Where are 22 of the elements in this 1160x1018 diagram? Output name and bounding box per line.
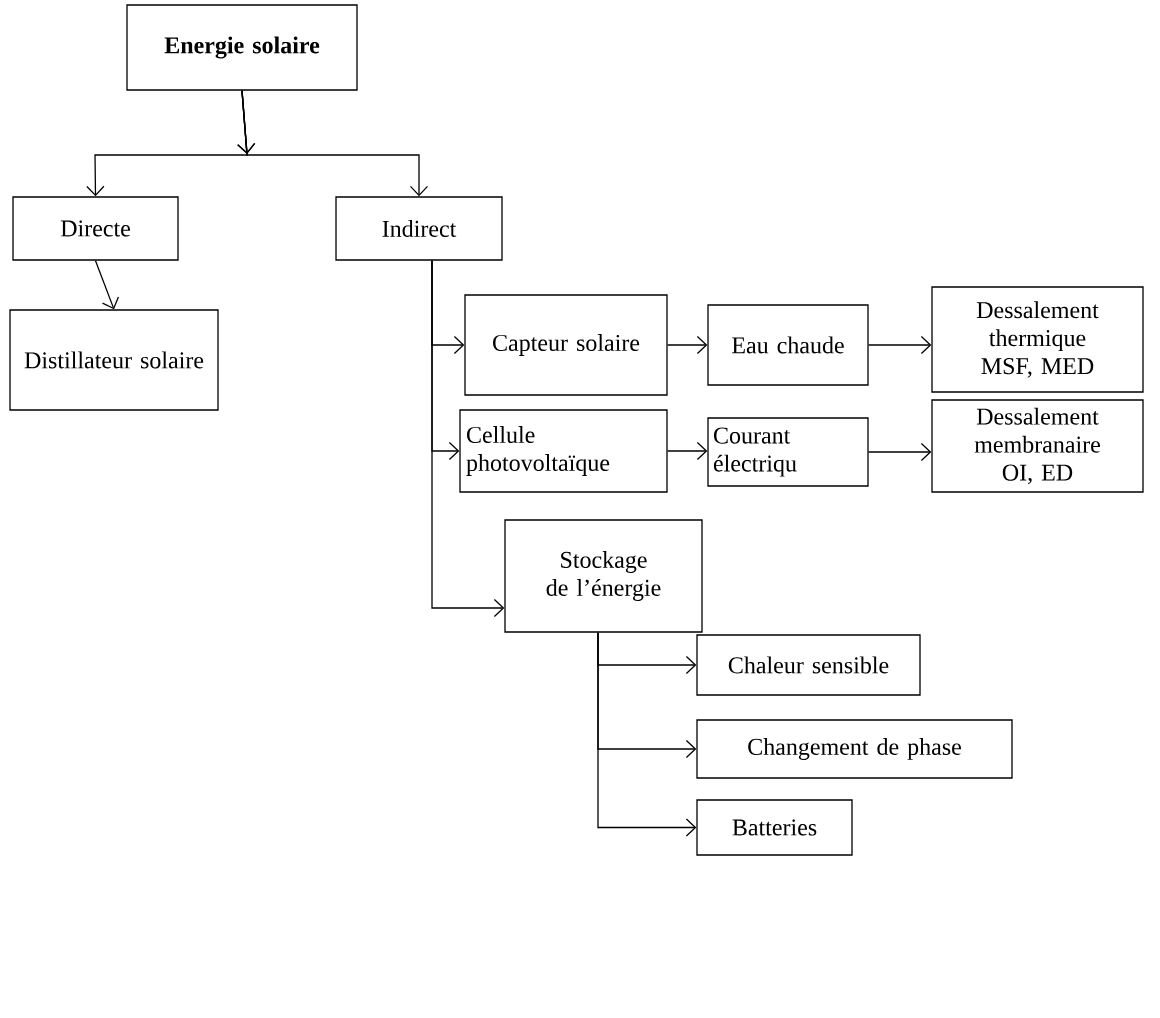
arrow — [667, 335, 708, 355]
process-box: Distillateur solaire — [9, 309, 219, 411]
process-box: Batteries — [696, 799, 853, 856]
process-box: Dessalement thermique MSF, MED — [931, 286, 1144, 393]
process-box: Indirect — [335, 196, 503, 261]
title-box: Energie solaire — [126, 4, 358, 91]
arrow — [237, 90, 429, 197]
process-box: Stockage de l’énergie — [504, 519, 703, 633]
arrow — [667, 441, 708, 461]
process-box: Capteur solaire — [464, 294, 668, 396]
arrow — [94, 260, 120, 310]
process-box: Changement de phase — [696, 719, 1013, 779]
process-box: Eau chaude — [707, 304, 869, 386]
process-box: Chaleur sensible — [696, 634, 921, 696]
process-box: Directe — [12, 196, 179, 261]
arrow — [868, 442, 932, 462]
arrow — [868, 335, 932, 355]
process-box: Cellule photovoltaïque — [459, 409, 668, 493]
arrow — [431, 260, 505, 618]
process-box: Dessalement membranaire OI, ED — [931, 399, 1144, 493]
process-box: Courant électriqu — [707, 417, 869, 487]
arrow — [597, 632, 697, 837]
